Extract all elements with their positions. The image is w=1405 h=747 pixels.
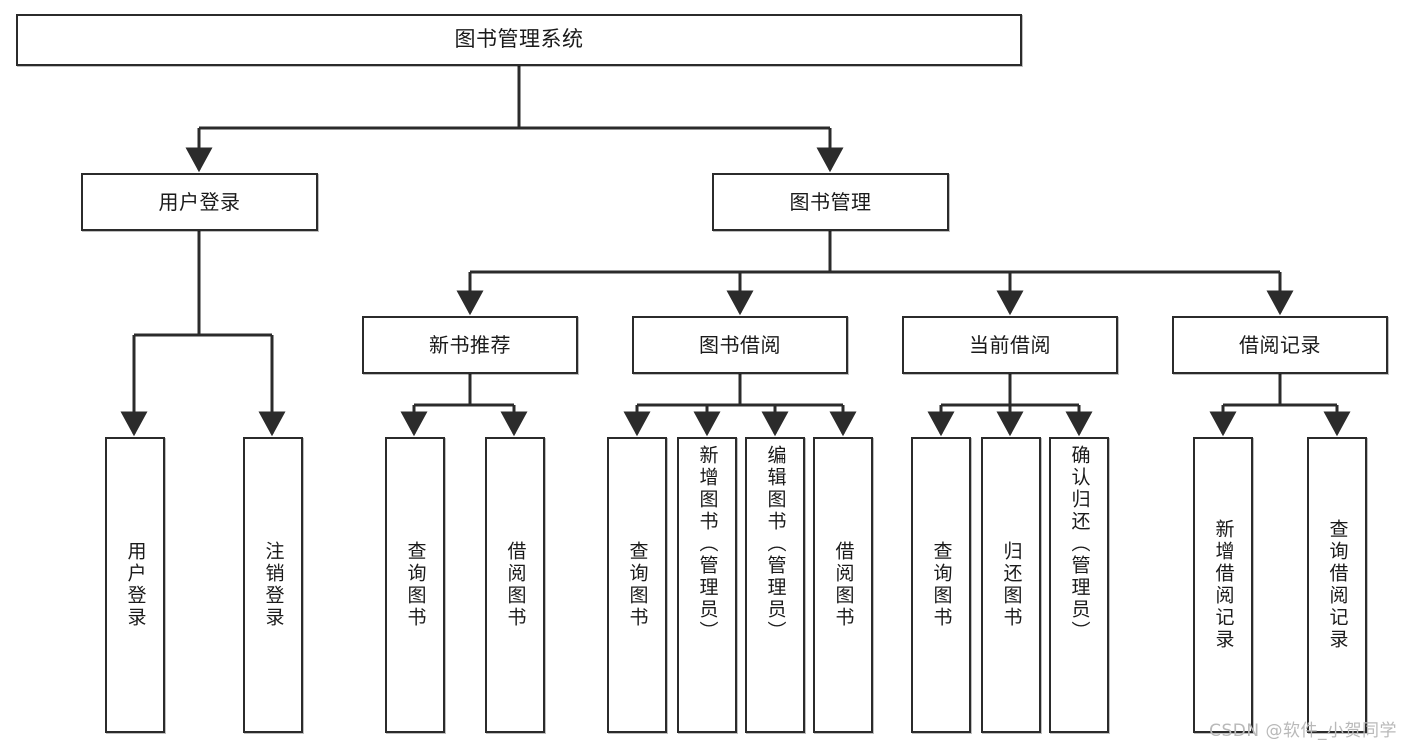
node-label: 借阅图书 (504, 541, 527, 629)
leaf-add-book-admin[interactable]: 新增图书（管理员） (677, 437, 737, 733)
leaf-add-borrow-record[interactable]: 新增借阅记录 (1193, 437, 1253, 733)
node-label: 新增借阅记录 (1212, 519, 1235, 651)
node-label: 查询借阅记录 (1326, 519, 1349, 651)
node-label: 借阅记录 (1239, 332, 1321, 357)
leaf-borrow-book[interactable]: 借阅图书 (813, 437, 873, 733)
leaf-query-book-current[interactable]: 查询图书 (911, 437, 971, 733)
node-label: 图书管理系统 (454, 27, 584, 52)
leaf-return-book[interactable]: 归还图书 (981, 437, 1041, 733)
node-label: 查询图书 (930, 541, 953, 629)
leaf-edit-book-admin[interactable]: 编辑图书（管理员） (745, 437, 805, 733)
leaf-query-borrow-record[interactable]: 查询借阅记录 (1307, 437, 1367, 733)
leaf-query-book-newbook[interactable]: 查询图书 (385, 437, 445, 733)
node-label: 查询图书 (404, 541, 427, 629)
node-label: 当前借阅 (969, 332, 1051, 357)
node-borrow-record[interactable]: 借阅记录 (1172, 316, 1388, 374)
leaf-logout[interactable]: 注销登录 (243, 437, 303, 733)
leaf-user-login[interactable]: 用户登录 (105, 437, 165, 733)
node-user-login[interactable]: 用户登录 (81, 173, 318, 231)
node-book-management[interactable]: 图书管理 (712, 173, 949, 231)
node-label: 归还图书 (1000, 541, 1023, 629)
leaf-query-book-borrow[interactable]: 查询图书 (607, 437, 667, 733)
node-label: 图书管理 (789, 189, 872, 214)
node-label: 查询图书 (626, 541, 649, 629)
leaf-confirm-return-admin[interactable]: 确认归还（管理员） (1049, 437, 1109, 733)
node-label: 确认归还（管理员） (1068, 445, 1091, 643)
node-current-borrow[interactable]: 当前借阅 (902, 316, 1118, 374)
node-label: 新增图书（管理员） (696, 445, 719, 643)
node-new-book-recommendation[interactable]: 新书推荐 (362, 316, 578, 374)
node-root-book-management-system[interactable]: 图书管理系统 (16, 14, 1022, 66)
node-label: 注销登录 (262, 541, 285, 629)
node-label: 图书借阅 (699, 332, 781, 357)
node-label: 用户登录 (124, 541, 147, 629)
node-label: 编辑图书（管理员） (764, 445, 787, 643)
node-book-borrow[interactable]: 图书借阅 (632, 316, 848, 374)
node-label: 用户登录 (158, 189, 241, 214)
node-label: 新书推荐 (429, 332, 511, 357)
node-label: 借阅图书 (832, 541, 855, 629)
leaf-borrow-book-newbook[interactable]: 借阅图书 (485, 437, 545, 733)
